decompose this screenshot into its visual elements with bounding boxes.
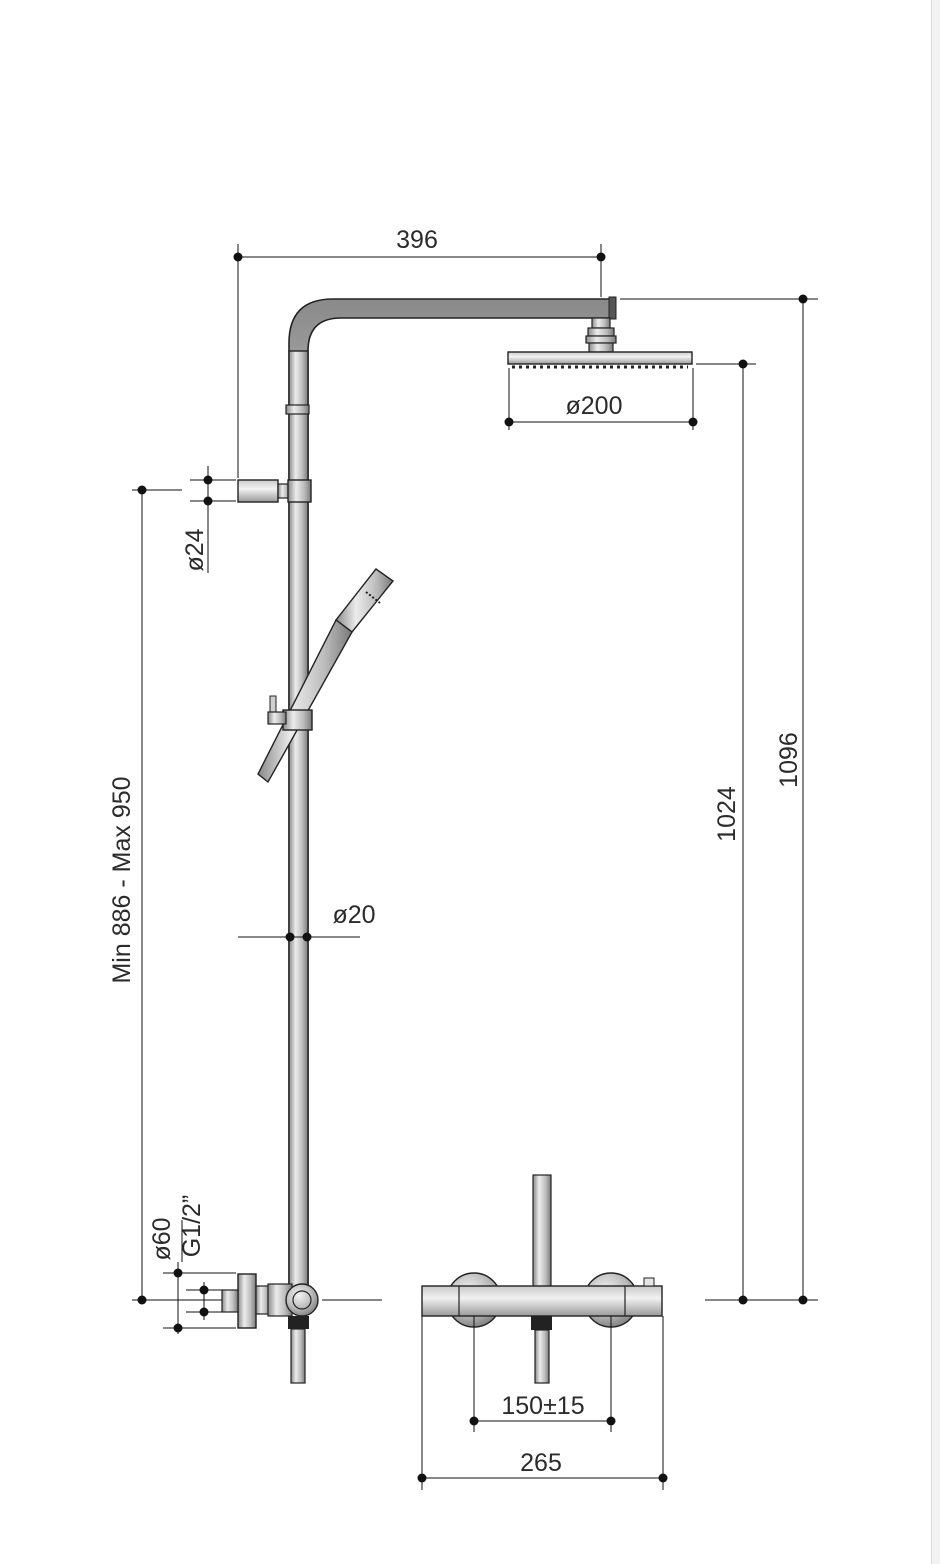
dim-head-diameter — [504, 368, 698, 430]
dim-mixer-width — [417, 1316, 668, 1490]
label-inlet-spacing: 150±15 — [501, 1392, 584, 1420]
dim-arm-reach — [233, 244, 606, 478]
head-ball-joint — [585, 317, 617, 353]
label-total-height: 1096 — [775, 732, 803, 788]
dimension-lines — [132, 244, 818, 1490]
shower-head — [507, 351, 693, 369]
shower-riser-assembly — [221, 296, 693, 1384]
dim-head-height — [696, 359, 756, 1305]
mixer-front — [421, 1174, 663, 1384]
hand-shower — [257, 568, 395, 784]
scrollbar[interactable] — [931, 0, 940, 1564]
dim-inlet-spacing — [469, 1316, 616, 1432]
dim-height-range — [132, 485, 222, 1305]
label-thread-size: G1/2” — [178, 1195, 206, 1258]
dim-bracket-diameter — [190, 466, 236, 573]
wall-bracket — [237, 479, 312, 503]
top-clamp — [285, 404, 310, 415]
slider-holder — [267, 695, 313, 731]
dim-total-height — [620, 294, 818, 1305]
dim-pipe-diameter — [238, 932, 360, 942]
arm-end-cap — [608, 296, 617, 320]
label-rose-diameter: ø60 — [148, 1217, 176, 1260]
shower-arm — [288, 298, 615, 1301]
dimension-labels: 396 ø200 ø24 Min 886 - Max 950 ø20 ø60 G… — [108, 226, 803, 1477]
label-bracket-diameter: ø24 — [181, 528, 209, 571]
label-arm-reach: 396 — [396, 226, 438, 254]
label-head-diameter: ø200 — [566, 392, 623, 420]
dim-rose-thread — [163, 1220, 382, 1334]
label-mixer-width: 265 — [520, 1449, 562, 1477]
label-pipe-diameter: ø20 — [332, 901, 375, 929]
label-height-range: Min 886 - Max 950 — [108, 776, 136, 983]
wall-connection-side — [221, 1273, 319, 1384]
label-head-height: 1024 — [713, 786, 741, 842]
